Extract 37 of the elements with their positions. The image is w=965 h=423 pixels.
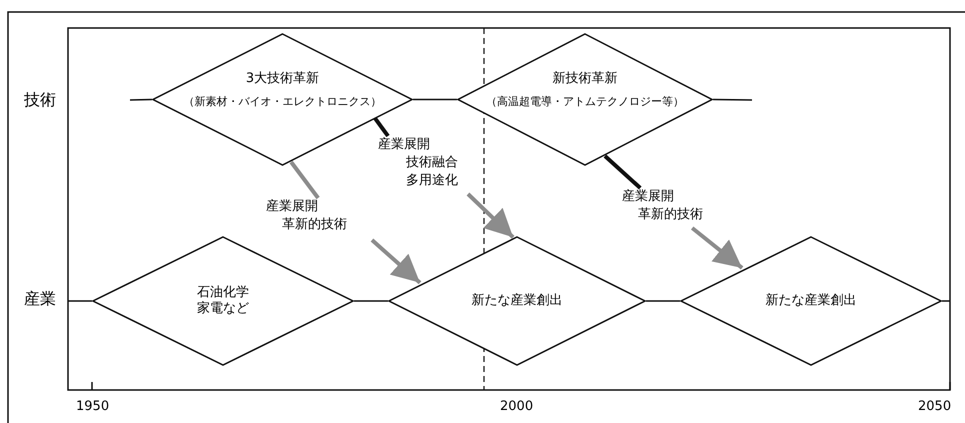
- annotation-text: 産業展開: [265, 198, 319, 216]
- diamond-shape: [457, 33, 713, 166]
- annotation-text: 産業展開: [621, 188, 675, 206]
- arrow: [466, 192, 515, 239]
- axis-tick-label: 2000: [500, 399, 534, 416]
- connector-line: [942, 300, 950, 302]
- diamond-title: 石油化学: [197, 284, 249, 301]
- arrow: [690, 226, 744, 270]
- diamond-subtitle: （高温超電導・アトムテクノロジー等）: [486, 95, 684, 109]
- annotation-text: 産業展開: [377, 136, 431, 154]
- connector-line: [354, 300, 388, 302]
- axis-tick-label: 1950: [76, 399, 110, 416]
- connector-line: [712, 98, 752, 101]
- diamond-title: 3大技術革新: [246, 71, 320, 88]
- row-label: 技術: [24, 90, 56, 110]
- connector-line: [646, 300, 680, 302]
- connector-line: [130, 98, 152, 101]
- axis-tick-label: 2050: [918, 399, 952, 416]
- diamond-shape: [680, 236, 942, 366]
- annotation-text: 多用途化: [405, 172, 459, 190]
- row-label: 産業: [24, 289, 56, 309]
- connector-line: [68, 300, 92, 302]
- diamond-shape: [388, 236, 646, 366]
- annotation-text: 革新的技術: [281, 216, 348, 234]
- connector-line: [290, 160, 320, 200]
- annotation-text: 革新的技術: [637, 206, 704, 224]
- diamond-subtitle: 家電など: [197, 301, 249, 318]
- connector-line: [373, 116, 390, 138]
- connector-line: [604, 154, 642, 190]
- connector-line: [413, 98, 457, 100]
- diamond-title: 新たな産業創出: [472, 292, 562, 310]
- diamond-title: 新技術革新: [552, 71, 618, 88]
- annotation-text: 技術融合: [405, 154, 459, 172]
- diamond-shape: [92, 236, 354, 366]
- diamond-subtitle: （新素材・バイオ・エレクトロニクス）: [184, 95, 382, 109]
- arrow: [370, 238, 422, 284]
- diamond-title: 新たな産業創出: [766, 292, 856, 310]
